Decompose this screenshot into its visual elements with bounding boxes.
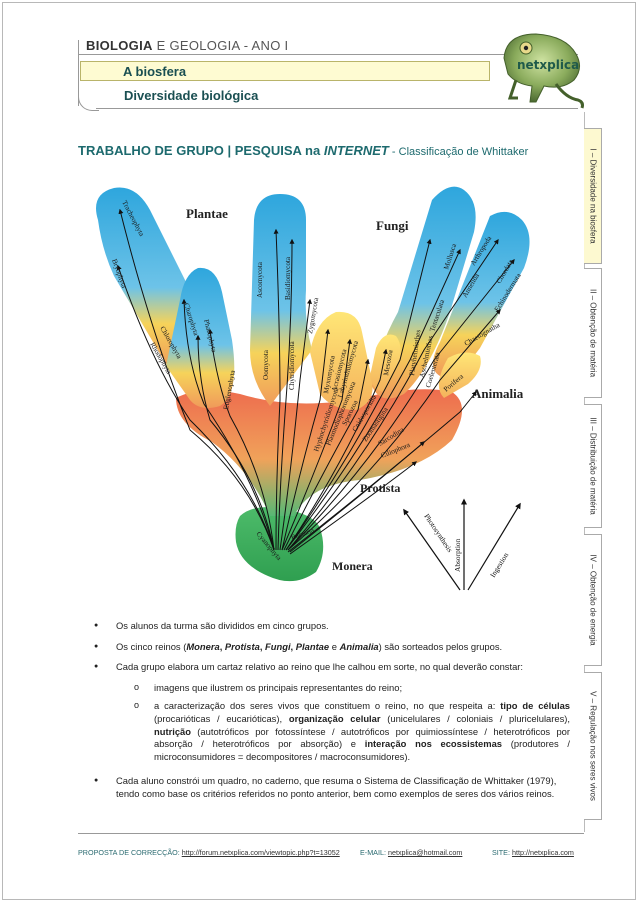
logo-text: netxplica xyxy=(517,58,580,72)
section-title: TRABALHO DE GRUPO | PESQUISA na INTERNET… xyxy=(78,143,529,158)
label-ingestion: Ingestion xyxy=(488,551,510,579)
label-basidiomycota: Basidiomycota xyxy=(284,256,292,300)
lineage-arrows xyxy=(116,208,515,555)
chameleon-logo-icon[interactable] xyxy=(496,28,590,110)
tab-distribuicao-materia[interactable]: III – Distribuição de matéria xyxy=(584,404,602,528)
label-ascomycota: Ascomycota xyxy=(256,261,264,298)
porifera-lobe xyxy=(438,352,481,398)
correction-link[interactable]: http://forum.netxplica.com/viewtopic.php… xyxy=(181,848,340,857)
subject-header: BIOLOGIA E GEOLOGIA - ANO I xyxy=(86,38,289,53)
email-link[interactable]: netxplica@hotmail.com xyxy=(387,848,463,857)
header-line xyxy=(78,54,578,55)
label-protista: Protista xyxy=(360,481,400,495)
sub-bullet-characterization: a caracterização dos seres vivos que con… xyxy=(90,699,570,763)
protista-shape xyxy=(176,389,462,516)
bullet-groups: Os alunos da turma são divididos em cinc… xyxy=(90,620,570,633)
topic-title: Diversidade biológica xyxy=(124,88,259,103)
header-curve xyxy=(78,92,99,111)
footer-correction: PROPOSTA DE CORRECÇÃO: http://forum.netx… xyxy=(78,848,340,857)
animalia-right-lobe xyxy=(433,211,530,376)
topic-line xyxy=(96,108,578,109)
bullet-table: Cada aluno constrói um quadro, no cadern… xyxy=(90,775,570,800)
label-photosynthesis: Photosynthesis xyxy=(422,512,454,554)
section-subtitle: Classificação de Whittaker xyxy=(398,146,529,158)
site-link[interactable]: http://netxplica.com xyxy=(511,848,574,857)
monera-shape xyxy=(235,507,324,582)
fungi-lobe xyxy=(250,194,312,406)
tab-obtencao-energia[interactable]: IV – Obtenção de energia xyxy=(584,534,602,666)
bullet-poster: Cada grupo elabora um cartaz relativo ao… xyxy=(90,661,570,674)
unit-title: A biosfera xyxy=(123,64,187,79)
footer-email: E-MAIL: netxplica@hotmail.com xyxy=(360,848,463,857)
instructions-list: Os alunos da turma são divididos em cinc… xyxy=(90,620,570,809)
label-oomycota: Oomycota xyxy=(262,349,270,380)
nutrition-arrows xyxy=(403,498,521,591)
label-absorption: Absorption xyxy=(453,538,462,572)
bullet-kingdoms: Os cinco reinos (Monera, Protista, Fungi… xyxy=(90,641,570,654)
label-monera: Monera xyxy=(332,559,373,573)
footer-site: SITE: http://netxplica.com xyxy=(492,848,574,857)
label-chytridiomycota: Chytridiomycota xyxy=(288,340,296,390)
tab-regulacao[interactable]: V – Regulação nos seres vivos xyxy=(584,672,602,820)
tab-obtencao-materia[interactable]: II – Obtenção de matéria xyxy=(584,268,602,398)
unit-bar: A biosfera xyxy=(80,61,490,81)
label-plantae: Plantae xyxy=(186,206,228,221)
whittaker-diagram: Plantae Fungi Animalia Protista Monera T… xyxy=(96,186,530,591)
mesozoa-lobe xyxy=(370,334,401,392)
fungi-small-lobe xyxy=(310,311,373,410)
footer-line xyxy=(78,833,584,834)
label-animalia: Animalia xyxy=(472,386,524,401)
tab-diversidade[interactable]: I – Diversidade na biosfera xyxy=(584,128,602,264)
header-vline xyxy=(78,40,79,106)
label-fungi: Fungi xyxy=(376,218,409,233)
sub-bullet-images: imagens que ilustrem os principais repre… xyxy=(90,681,570,695)
